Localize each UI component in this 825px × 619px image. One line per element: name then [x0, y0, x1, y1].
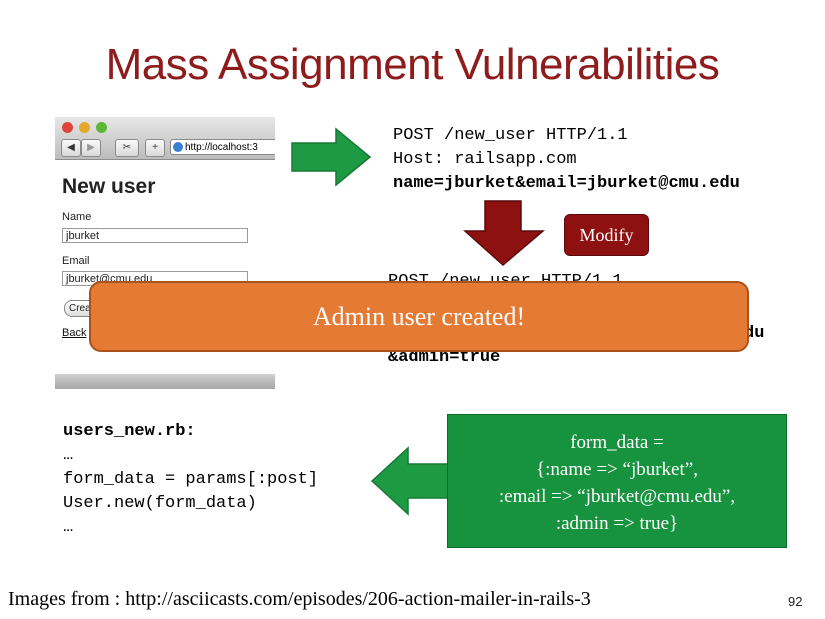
page-number: 92: [788, 594, 803, 609]
horizontal-scrollbar[interactable]: [55, 374, 275, 389]
zoom-window-icon[interactable]: [96, 122, 107, 133]
close-window-icon[interactable]: [62, 122, 73, 133]
name-label: Name: [62, 211, 92, 223]
form-data-line: {:name => “jburket”,: [536, 459, 698, 480]
form-data-line: :email => “jburket@cmu.edu”,: [498, 486, 736, 507]
admin-created-banner: Admin user created!: [89, 281, 749, 352]
page-heading: New user: [62, 175, 156, 198]
email-label: Email: [62, 255, 90, 267]
name-field[interactable]: jburket: [62, 228, 248, 243]
code-line: form_data = params[:post]: [63, 470, 319, 489]
form-data-line: form_data =: [570, 432, 664, 453]
code-line: …: [63, 518, 74, 537]
http-host-line: Host: railsapp.com: [393, 150, 577, 169]
modified-body-tail: du: [744, 324, 765, 343]
http-request-line: POST /new_user HTTP/1.1: [393, 126, 628, 145]
right-arrow-icon: [291, 127, 372, 187]
slide-title: Mass Assignment Vulnerabilities: [105, 40, 720, 89]
code-filename: users_new.rb:: [63, 422, 196, 441]
form-data-box: form_data = {:name => “jburket”, :email …: [447, 414, 787, 548]
down-arrow-icon: [463, 200, 545, 266]
browser-window: ◀ ▶ ✂ + http://localhost:3 New user Name…: [55, 117, 275, 389]
image-credit: Images from : http://asciicasts.com/epis…: [8, 588, 591, 610]
back-link[interactable]: Back: [62, 327, 87, 339]
code-line: User.new(form_data): [63, 494, 257, 513]
http-body-line: name=jburket&email=jburket@cmu.edu: [393, 174, 740, 193]
modify-label: Modify: [564, 214, 649, 256]
code-line: …: [63, 446, 74, 465]
snip-icon[interactable]: ✂: [115, 139, 139, 157]
back-arrow-icon[interactable]: ◀: [61, 139, 81, 157]
forward-arrow-icon[interactable]: ▶: [81, 139, 101, 157]
left-arrow-icon: [370, 446, 451, 516]
admin-param-line: &admin=true: [388, 348, 501, 367]
globe-icon: [173, 142, 183, 152]
form-data-line: :admin => true}: [555, 513, 679, 534]
address-bar[interactable]: http://localhost:3: [170, 139, 275, 155]
add-tab-button[interactable]: +: [145, 139, 165, 157]
minimize-window-icon[interactable]: [79, 122, 90, 133]
